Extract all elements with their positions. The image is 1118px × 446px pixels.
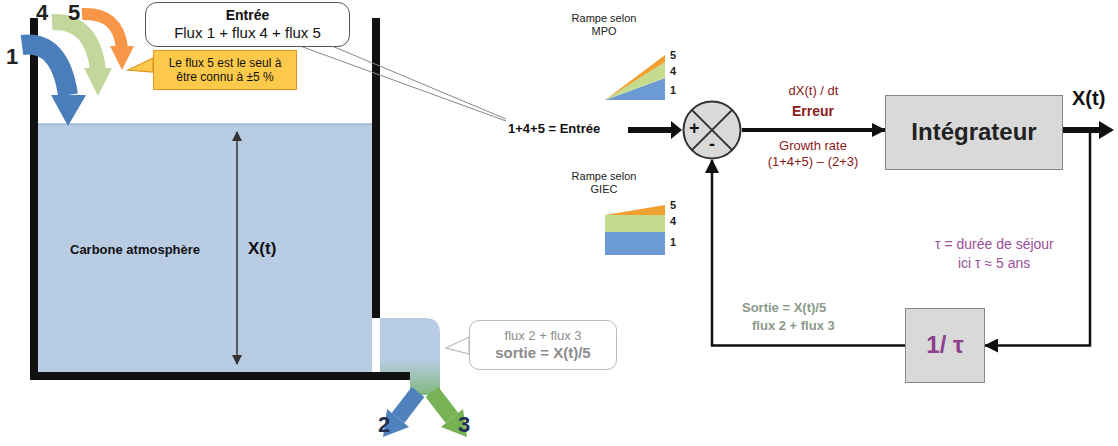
- signal-name: Erreur: [768, 103, 858, 120]
- tank-wall: [30, 18, 410, 380]
- callout-number: 3: [458, 412, 470, 438]
- node-title: Carbone atmosphère: [70, 242, 200, 258]
- signal-note: Growth rate (1+4+5) – (2+3): [757, 138, 869, 169]
- atmosphere-water: [380, 318, 440, 395]
- tank-wall: [30, 372, 410, 380]
- signal-name: 1+4+5 = Entrée: [508, 121, 600, 137]
- outflow-arrow-2: [398, 392, 418, 418]
- series-number: 4: [670, 215, 676, 228]
- inflow-arrow-1: [22, 45, 68, 95]
- ramp-chart-giec: [605, 232, 665, 255]
- series-number: 1: [670, 84, 676, 97]
- inflow-arrow-1: [51, 95, 86, 126]
- signal-name: Sortie = X(t)/5: [742, 300, 826, 316]
- ramp-chart-giec: [605, 205, 665, 215]
- level-arrow: [237, 132, 238, 364]
- atmosphere-tank: Carbone atmosphère X(t): [38, 124, 372, 372]
- series-number: 4: [670, 65, 676, 78]
- callout-pointer: [128, 46, 506, 354]
- connector-label: dX(t) / dt: [787, 83, 841, 99]
- signal-connector: [742, 128, 885, 132]
- input-arrow: [628, 127, 672, 133]
- inflow-arrow-5: [110, 46, 134, 70]
- node-title: Le flux 5 est le seul à être connu à ±5 …: [158, 56, 292, 85]
- input-arrow: [671, 121, 682, 139]
- callout-number: 1: [6, 44, 18, 70]
- input-arrow: [628, 121, 682, 139]
- inflow-arrow-1: [22, 45, 86, 126]
- callout-pointer: [128, 58, 153, 72]
- parameter-note: ici τ ≈ 5 ans: [958, 255, 1030, 272]
- chart-title: Rampe selon GIEC: [570, 170, 638, 196]
- series-number: 5: [670, 199, 676, 212]
- signal-name: X(t): [1072, 86, 1105, 110]
- ramp-chart-mpo: [605, 55, 665, 100]
- signal-note: flux 2 + flux 3: [752, 318, 835, 334]
- node-text: -: [709, 134, 715, 156]
- ramp-chart-mpo: [605, 55, 665, 100]
- gain-block: 1/ τ: [905, 308, 985, 383]
- node-title: Entrée: [226, 7, 270, 24]
- output-arrow: [1099, 121, 1114, 139]
- node-title: Intégrateur: [911, 118, 1036, 147]
- inflow-arrow-4: [84, 68, 112, 96]
- node-text: Flux 1 + flux 4 + flux 5: [174, 24, 321, 42]
- callout-number: 5: [68, 0, 80, 26]
- outflow-arrow-3: [432, 392, 452, 418]
- callout-pointer: [332, 46, 506, 119]
- ramp-chart-giec: [605, 215, 665, 232]
- tank-wall: [30, 18, 38, 380]
- callout-pointer: [300, 46, 506, 121]
- note-box: Le flux 5 est le seul à être connu à ±5 …: [153, 50, 297, 90]
- series-number: 5: [670, 49, 676, 62]
- level-arrow: [236, 132, 238, 364]
- node-title: 1/ τ: [926, 331, 963, 360]
- ramp-chart-giec: [605, 205, 665, 255]
- signal-connector: [712, 160, 905, 346]
- atmosphere-water: [38, 124, 372, 125]
- atmosphere-water: [38, 124, 372, 372]
- callout-bubble: EntréeFlux 1 + flux 4 + flux 5: [145, 2, 350, 47]
- summing-junction: +-: [682, 100, 742, 160]
- node-text: X(t): [248, 239, 276, 259]
- chart-title: Rampe selon MPO: [570, 12, 638, 38]
- callout-pointer: [446, 337, 469, 354]
- integrator-block: Intégrateur: [885, 95, 1063, 170]
- parameter-note: τ = durée de séjour: [935, 236, 1054, 253]
- callout-number: 4: [36, 0, 48, 26]
- node-title: +: [689, 118, 700, 140]
- output-bubble: flux 2 + flux 3sortie = X(t)/5: [469, 320, 617, 370]
- node-text: sortie = X(t)/5: [495, 344, 590, 362]
- node-title: flux 2 + flux 3: [505, 328, 582, 344]
- series-number: 1: [670, 236, 676, 249]
- callout-number: 2: [378, 412, 390, 438]
